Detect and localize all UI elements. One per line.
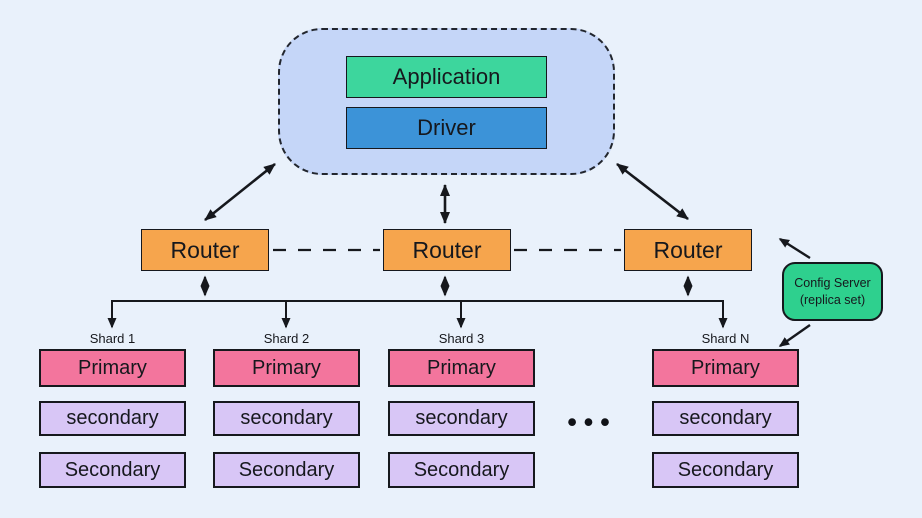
shard-1-label: Shard 1 — [89, 331, 136, 346]
shard-1-secondary-node-1: secondary — [39, 401, 186, 436]
shard-n-label: Shard N — [701, 331, 750, 346]
shard-2-secondary-node-1: secondary — [213, 401, 360, 436]
shard-3-column: Shard 3 Primary secondary Secondary — [388, 331, 535, 488]
arrow-appgroup-router-3 — [616, 162, 689, 221]
shard-n-secondary-node-2: Secondary — [652, 452, 799, 488]
router-node-1: Router — [141, 229, 269, 271]
shard-1-primary-node: Primary — [39, 349, 186, 387]
application-node: Application — [346, 56, 547, 98]
shard-1-column: Shard 1 Primary secondary Secondary — [39, 331, 186, 488]
shard-2-column: Shard 2 Primary secondary Secondary — [213, 331, 360, 488]
shard-3-primary-node: Primary — [388, 349, 535, 387]
driver-node: Driver — [346, 107, 547, 149]
router-node-3: Router — [624, 229, 752, 271]
shard-n-primary-node: Primary — [652, 349, 799, 387]
application-label: Application — [392, 64, 501, 89]
shard-2-label: Shard 2 — [263, 331, 310, 346]
shard-n-column: Shard N Primary secondary Secondary — [652, 331, 799, 488]
arrow-configserver-routers — [778, 237, 811, 260]
router-3-label: Router — [653, 236, 723, 263]
more-shards-ellipsis: ••• — [567, 407, 617, 437]
router-1-label: Router — [170, 236, 240, 263]
arrow-appgroup-router-1 — [204, 162, 276, 222]
config-server-label-line2: (replica set) — [799, 292, 866, 307]
shard-3-secondary-node-1: secondary — [388, 401, 535, 436]
shard-3-label: Shard 3 — [438, 331, 485, 346]
application-group-container — [278, 28, 615, 175]
router-node-2: Router — [383, 229, 511, 271]
config-server-node: Config Server (replica set) — [782, 262, 883, 321]
router-2-label: Router — [412, 236, 482, 263]
shard-2-secondary-node-2: Secondary — [213, 452, 360, 488]
shard-3-secondary-node-2: Secondary — [388, 452, 535, 488]
shard-2-primary-node: Primary — [213, 349, 360, 387]
shard-1-secondary-node-2: Secondary — [39, 452, 186, 488]
driver-label: Driver — [417, 115, 476, 140]
shard-n-secondary-node-1: secondary — [652, 401, 799, 436]
config-server-label-line1: Config Server — [794, 276, 871, 291]
